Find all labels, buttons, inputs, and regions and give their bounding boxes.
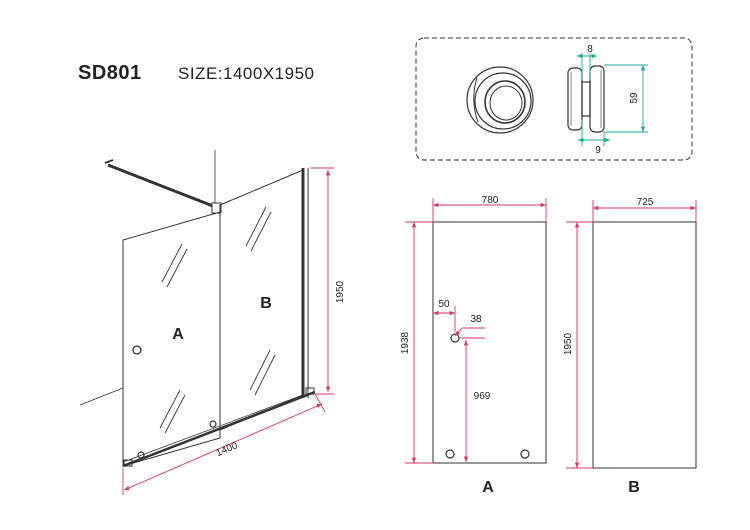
panel-a-label: A (482, 479, 494, 496)
reflection-lines (159, 206, 276, 434)
handle-side-icon (567, 65, 605, 133)
panel-b-dimensions (566, 200, 697, 469)
panel-a-elevation (432, 221, 547, 464)
roller-hole-icon (445, 449, 455, 459)
hole-offset-value: 50 (438, 299, 450, 310)
roller-hole-icon (520, 449, 530, 459)
roller-icon (209, 420, 217, 428)
panel-b-height-value: 1950 (563, 332, 574, 355)
panel-b-width-value: 725 (637, 197, 654, 208)
perspective-dimensions (122, 167, 334, 495)
handle-perspective-icon (466, 66, 534, 134)
handle-height-value: 59 (629, 92, 640, 104)
perspective-label-b: B (260, 295, 272, 312)
model-number: SD801 (78, 62, 142, 84)
base-value: 9 (595, 145, 601, 156)
support-bar (107, 163, 219, 210)
height-value: 1950 (335, 280, 346, 303)
panel-b-elevation (592, 221, 697, 469)
floor-line (79, 387, 124, 406)
panel-a-dimensions (405, 198, 547, 464)
hole-height-value: 969 (474, 391, 491, 402)
size-label: SIZE:1400X1950 (178, 64, 315, 83)
panel-b-outline (592, 221, 697, 469)
handle-dimensions (577, 53, 648, 146)
knob-hole-icon (450, 333, 460, 343)
track-end-cap (305, 387, 315, 395)
thickness-value: 8 (587, 44, 593, 55)
perspective-view (79, 150, 316, 468)
detail-frame (415, 37, 693, 161)
panel-a-width-value: 780 (482, 195, 499, 206)
support-bar-end (104, 159, 114, 164)
panel-a-height-value: 1938 (400, 331, 411, 354)
panel-b-label: B (628, 479, 640, 496)
knob-icon (132, 345, 142, 355)
bottom-track-edge (122, 394, 304, 463)
hole-diameter-value: 38 (470, 314, 482, 325)
width-value: 1400 (215, 440, 240, 459)
panel-a-outline (432, 221, 547, 464)
perspective-label-a: A (172, 326, 184, 343)
width-dimension-line (123, 403, 323, 491)
extension-line (314, 393, 326, 413)
